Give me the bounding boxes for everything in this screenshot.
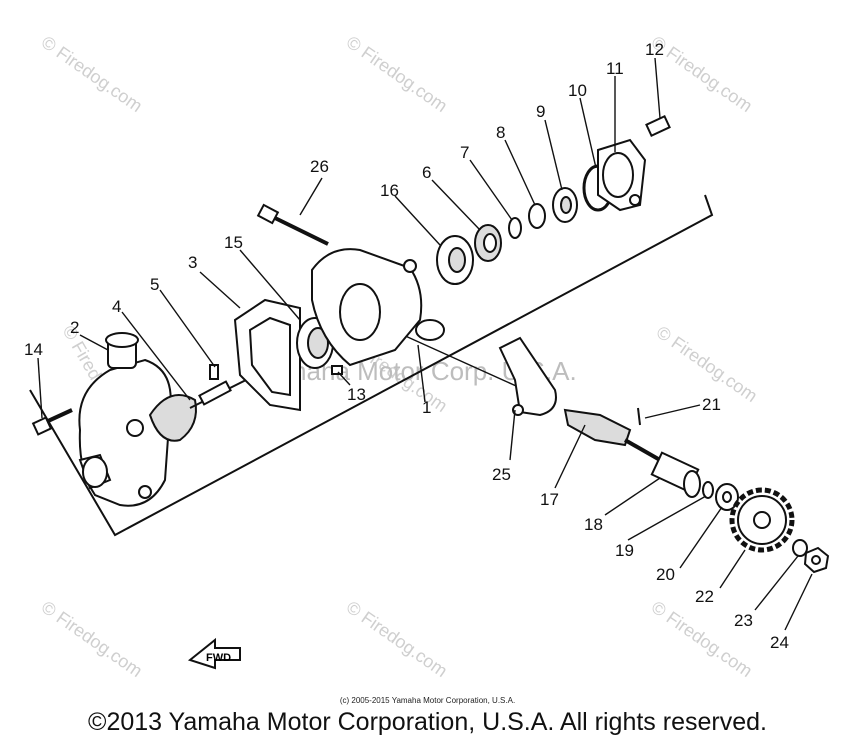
callout-4: 4 (112, 297, 121, 316)
cover-screw-left (31, 408, 73, 436)
callout-1: 1 (422, 398, 431, 417)
callout-10: 10 (568, 81, 587, 100)
callout-7: 7 (460, 143, 469, 162)
plate (498, 336, 557, 417)
callout-20: 20 (656, 565, 675, 584)
callout-15: 15 (224, 233, 243, 252)
callout-8: 8 (496, 123, 505, 142)
cover-screw (645, 115, 671, 137)
callout-6: 6 (422, 163, 431, 182)
callout-3: 3 (188, 253, 197, 272)
callout-21: 21 (702, 395, 721, 414)
watermark: © Firedog.com (343, 32, 451, 116)
watermark: © Firedog.com (648, 597, 756, 681)
callout-18: 18 (584, 515, 603, 534)
callout-22: 22 (695, 587, 714, 606)
callout-19: 19 (615, 541, 634, 560)
assembly-frame (29, 194, 714, 537)
leader-lines (37, 57, 813, 631)
callout-17: 17 (540, 490, 559, 509)
long-bolt (256, 203, 329, 246)
pump-housing (311, 248, 445, 367)
collar (650, 451, 701, 498)
copyright-footer: ©2013 Yamaha Motor Corporation, U.S.A. A… (88, 708, 767, 736)
pin-21 (637, 407, 641, 426)
washer-20 (715, 483, 739, 511)
callout-14: 14 (24, 340, 43, 359)
bearing-small (552, 187, 578, 223)
drive-gear (474, 224, 502, 262)
callout-5: 5 (150, 275, 159, 294)
bearing-cover (597, 138, 647, 212)
callout-numbers: 1 2 3 4 5 6 7 8 9 10 11 12 13 14 15 16 1… (24, 40, 789, 652)
watermark: © Firedog.com (653, 322, 761, 406)
fwd-arrow: FWD (187, 637, 241, 670)
bearing (436, 235, 474, 285)
callout-2: 2 (70, 318, 79, 337)
watermark: © Firedog.com (38, 32, 146, 116)
pin (209, 364, 219, 380)
nut (803, 546, 830, 574)
gasket-inner (248, 316, 291, 397)
callout-25: 25 (492, 465, 511, 484)
small-copyright: (c) 2005-2015 Yamaha Motor Corporation, … (339, 696, 516, 705)
callout-11: 11 (606, 59, 624, 78)
circlip (508, 217, 522, 239)
worm-shaft (563, 408, 661, 462)
watermark: © Firedog.com (648, 32, 756, 116)
impeller-shaft (148, 377, 251, 442)
washer (528, 203, 546, 229)
callout-9: 9 (536, 102, 545, 121)
watermark: © Firedog.com (343, 597, 451, 681)
callout-13: 13 (347, 385, 366, 404)
washer-23 (792, 539, 808, 557)
callout-23: 23 (734, 611, 753, 630)
callout-26: 26 (310, 157, 329, 176)
dowel (331, 365, 343, 375)
watermark: © Firedog.com (38, 597, 146, 681)
callout-24: 24 (770, 633, 789, 652)
plate-hole (512, 404, 524, 416)
callout-16: 16 (380, 181, 399, 200)
pump-cover (78, 332, 172, 507)
circlip-19 (702, 481, 714, 499)
callout-12: 12 (645, 40, 664, 59)
gear (729, 487, 795, 553)
fwd-label: FWD (206, 652, 231, 664)
